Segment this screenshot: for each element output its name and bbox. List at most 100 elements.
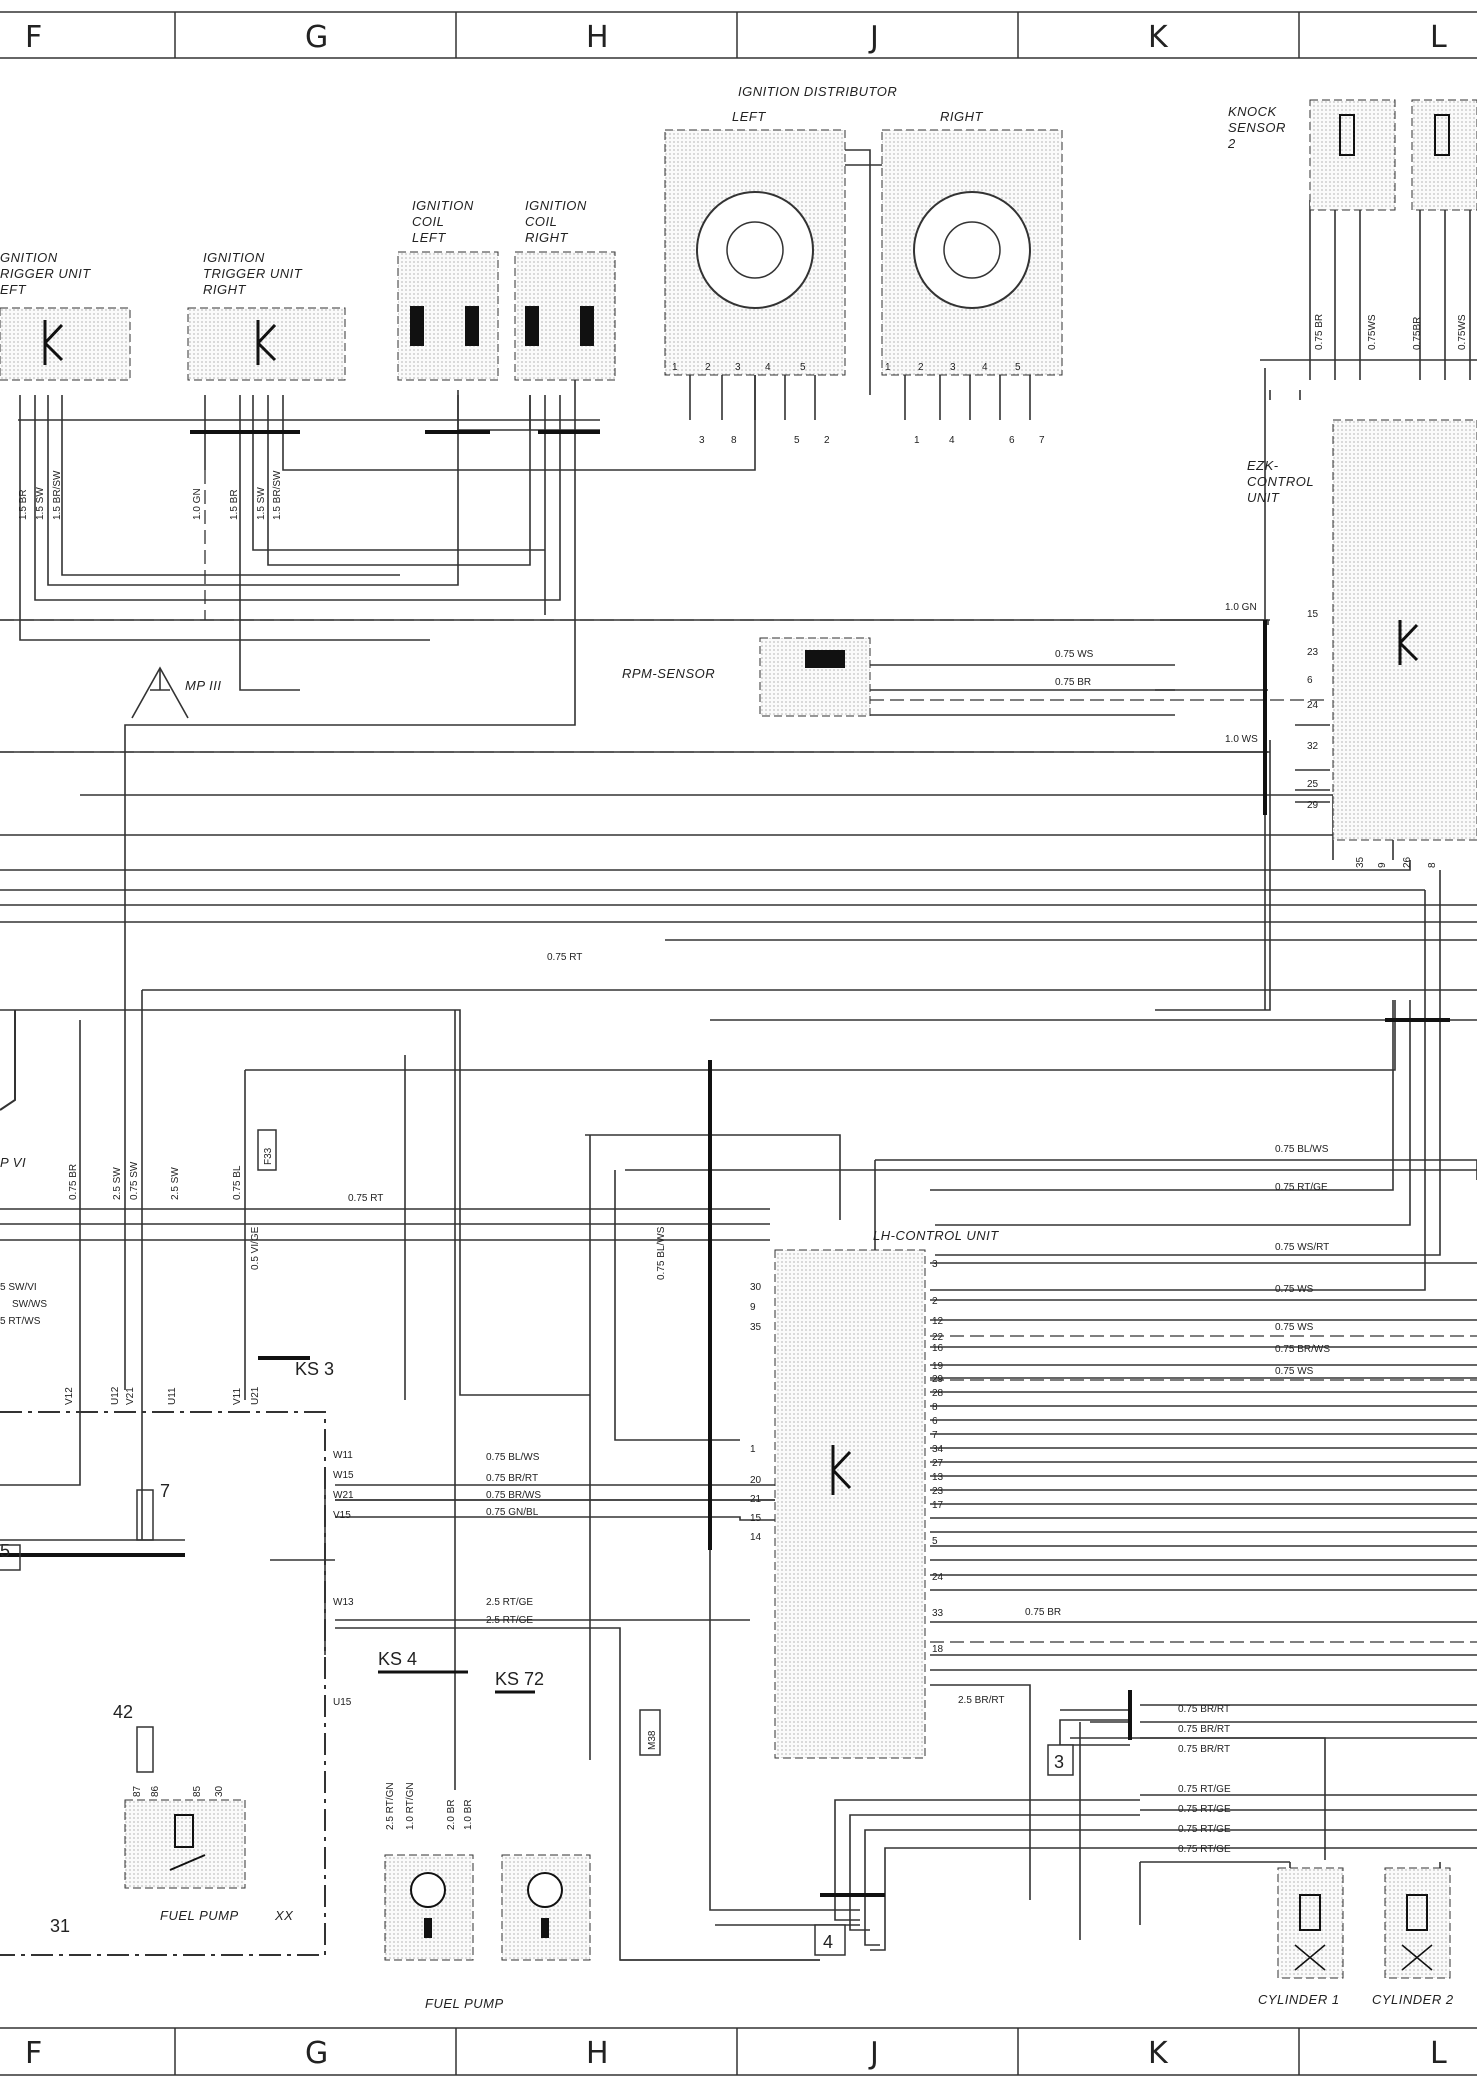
- wire-label: 0.75 WS/RT: [1275, 1242, 1329, 1253]
- ks72-label: KS 72: [495, 1669, 544, 1689]
- distributor-left: LEFT: [664, 109, 846, 376]
- injector-cylinder-2: [1384, 1867, 1451, 1979]
- left-box-5: [0, 1544, 21, 1571]
- wire-label: 0.75 BL/WS: [656, 1226, 667, 1280]
- wire-label: 1.5 BR/SW: [272, 470, 283, 520]
- column-label: F: [25, 20, 42, 55]
- pin-label: 17: [932, 1500, 944, 1511]
- wire-label: 5 SW/VI: [0, 1282, 37, 1293]
- relay-box-frame: [0, 1411, 326, 1956]
- coil-left-label-2: COIL: [412, 214, 444, 229]
- pin-label: 8: [1427, 862, 1438, 868]
- knock-sensor: KNOCK SENSOR 2: [1227, 99, 1477, 211]
- fuel-pump-motor-2: [501, 1854, 591, 1961]
- pin-label: 33: [932, 1608, 944, 1619]
- column-label: G: [305, 20, 328, 55]
- pin-label: 18: [932, 1644, 944, 1655]
- pin-label: 6: [1307, 675, 1313, 686]
- wire-label: 0.75 BL/WS: [1275, 1144, 1329, 1155]
- pin-label: 6: [1009, 435, 1015, 446]
- wire-label: SW/WS: [12, 1299, 47, 1310]
- ezk-label-2: CONTROL: [1247, 474, 1314, 489]
- column-label: J: [868, 2036, 879, 2071]
- pin-label: 86: [150, 1785, 161, 1797]
- ezk-label-3: UNIT: [1247, 490, 1280, 505]
- fuel-pump-xx-label: FUEL PUMP: [160, 1908, 239, 1923]
- coil-right-label-3: RIGHT: [525, 230, 569, 245]
- pin-label: 20: [750, 1475, 762, 1486]
- column-label: J: [868, 20, 879, 55]
- wire-label: 1.0 BR: [463, 1799, 474, 1830]
- column-label: G: [305, 2036, 328, 2071]
- pin-label: 4: [949, 435, 955, 446]
- fuel-pump-bottom-label: FUEL PUMP: [425, 1996, 504, 2011]
- wire-label: 1.5 SW: [256, 487, 267, 520]
- wire-label: 0.75 BR/RT: [1178, 1724, 1230, 1735]
- column-label: F: [25, 2036, 42, 2071]
- distributor-left-label: LEFT: [732, 109, 766, 124]
- box-4-label: 4: [823, 1932, 833, 1952]
- mp6-label: P VI: [0, 1155, 26, 1170]
- pin-label: 29: [932, 1374, 944, 1385]
- wire-label: 1.0 GN: [1225, 602, 1257, 613]
- trigger-left-label-2: RIGGER UNIT: [0, 266, 91, 281]
- pin-label: W11: [333, 1450, 353, 1461]
- pin-label: 1: [672, 362, 678, 373]
- wire-label: 0.75 SW: [129, 1161, 140, 1200]
- wire-label: 1.5 BR: [229, 489, 240, 520]
- wire-label: 1.0 WS: [1225, 734, 1258, 745]
- fuse-7: [136, 1489, 154, 1541]
- wire-label: 0.75 BR/WS: [1275, 1344, 1330, 1355]
- pin-label: V21: [125, 1387, 136, 1405]
- cylinder-2-label: CYLINDER 2: [1372, 1992, 1454, 2007]
- wire-label: 5 RT/WS: [0, 1316, 41, 1327]
- wire-label: 2.5 BR/RT: [958, 1695, 1005, 1706]
- fuse-f33: F33: [257, 1129, 277, 1171]
- pin-label: 24: [932, 1572, 944, 1583]
- wire-label: 0.75 BR: [1314, 314, 1325, 350]
- wire-label: 0.5 VI/GE: [250, 1226, 261, 1270]
- pin-label: U15: [333, 1697, 352, 1708]
- junction-box-3: [1047, 1744, 1074, 1776]
- box-3-label: 3: [1054, 1752, 1064, 1772]
- pin-label: 19: [932, 1361, 944, 1372]
- pin-label: 27: [932, 1458, 944, 1469]
- pin-label: 5: [794, 435, 800, 446]
- bus-bars: [0, 430, 1450, 1897]
- junction-box-4: [814, 1924, 846, 1956]
- pin-label: 2: [932, 1296, 938, 1307]
- rpm-sensor: RPM-SENSOR: [622, 637, 871, 717]
- column-labels-top: F G H J K L: [25, 20, 1447, 55]
- wires: [0, 149, 1477, 1961]
- pin-label: 12: [932, 1316, 944, 1327]
- pin-label: U21: [250, 1386, 261, 1405]
- pin-label: 5: [800, 362, 806, 373]
- wire-label: 2.5 RT/GE: [486, 1615, 533, 1626]
- pin-label: W15: [333, 1470, 354, 1481]
- pin-label: 9: [1377, 862, 1388, 868]
- pin-label: 1: [885, 362, 891, 373]
- cylinder-1-label: CYLINDER 1: [1258, 1992, 1340, 2007]
- wire-label: 0.75 RT/GE: [1178, 1824, 1231, 1835]
- ignition-coil-right: IGNITION COIL RIGHT: [514, 198, 616, 381]
- ignition-coil-left: IGNITION COIL LEFT: [397, 198, 499, 381]
- pin-label: 3: [735, 362, 741, 373]
- wire-label: 0.75WS: [1457, 314, 1468, 350]
- trigger-right-label-3: RIGHT: [203, 282, 247, 297]
- ignition-trigger-left: GNITION RIGGER UNIT EFT: [0, 250, 131, 381]
- wire-label: 0.75 RT/GE: [1275, 1182, 1328, 1193]
- wire-label: 1.5 SW: [35, 487, 46, 520]
- trigger-left-label-1: GNITION: [0, 250, 58, 265]
- wire-label: 0.75 WS: [1055, 649, 1094, 660]
- lh-control-label: LH-CONTROL UNIT: [873, 1228, 999, 1243]
- wire-label: 0.75 WS: [1275, 1322, 1314, 1333]
- f33-label: F33: [263, 1147, 274, 1165]
- relay-m38: M38: [639, 1709, 661, 1756]
- wire-label: 0.75 BR/RT: [486, 1473, 538, 1484]
- pin-label: 35: [750, 1322, 762, 1333]
- wire-label: 0.75 BR/RT: [1178, 1744, 1230, 1755]
- distributor-right: RIGHT: [881, 109, 1063, 376]
- pin-label: 3: [950, 362, 956, 373]
- ignition-trigger-right: IGNITION TRIGGER UNIT RIGHT: [187, 250, 346, 381]
